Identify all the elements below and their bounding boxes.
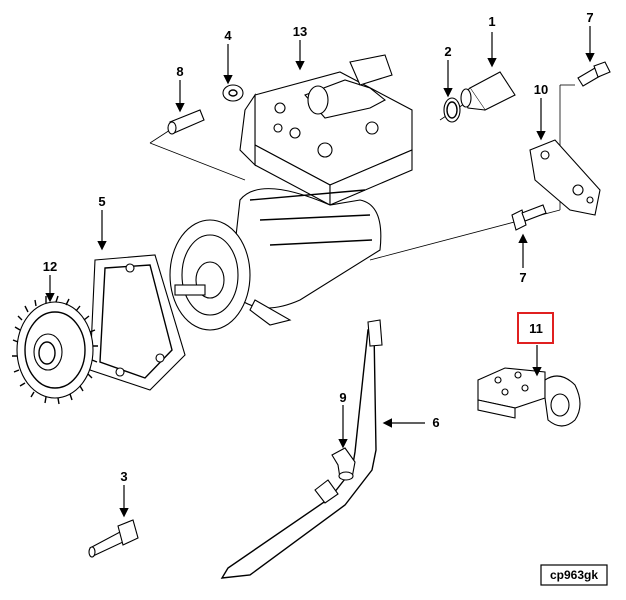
- part-7-bolt-top: [577, 61, 611, 87]
- callout-5[interactable]: 5: [98, 194, 105, 209]
- part-4-nut: [222, 84, 244, 102]
- callout-6[interactable]: 6: [432, 415, 439, 430]
- part-11-support-block: [477, 367, 581, 427]
- part-3-bolt: [88, 519, 139, 558]
- callout-9[interactable]: 9: [339, 390, 346, 405]
- part-8-pin: [167, 109, 205, 135]
- callout-3[interactable]: 3: [120, 469, 127, 484]
- callout-2[interactable]: 2: [444, 44, 451, 59]
- callout-8[interactable]: 8: [176, 64, 183, 79]
- callout-7-bottom[interactable]: 7: [519, 270, 526, 285]
- part-6-tube: [220, 319, 383, 579]
- callout-11[interactable]: 11: [529, 321, 543, 336]
- leader-arrows: [45, 26, 595, 518]
- part-7-bolt-bottom: [511, 204, 547, 231]
- callout-12[interactable]: 12: [43, 259, 57, 274]
- callout-4[interactable]: 4: [224, 28, 232, 43]
- part-2-o-ring: [443, 97, 461, 123]
- callout-1[interactable]: 1: [488, 14, 495, 29]
- reference-code: cp963gk: [550, 568, 598, 582]
- part-1-fitting: [460, 71, 516, 111]
- callout-7-top[interactable]: 7: [586, 10, 593, 25]
- part-10-bracket: [529, 139, 601, 216]
- callout-13[interactable]: 13: [293, 24, 307, 39]
- part-9-elbow-fitting: [331, 447, 356, 481]
- part-12-gear: [12, 295, 98, 405]
- callout-10[interactable]: 10: [534, 82, 548, 97]
- callout-11-highlight-box: [517, 312, 554, 344]
- reference-code-box: [540, 564, 608, 586]
- part-13-pump-body: [169, 54, 413, 331]
